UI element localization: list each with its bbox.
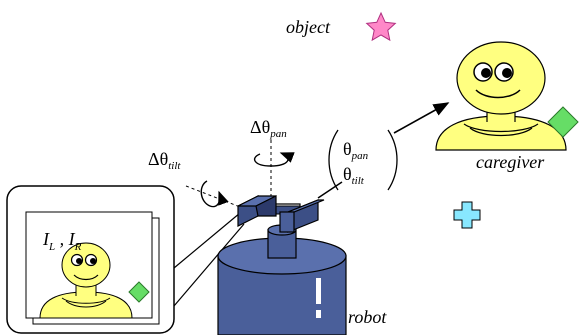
diamond-icon — [547, 106, 579, 138]
star-icon — [365, 11, 397, 42]
gaze-line — [317, 181, 343, 199]
vector-right-paren — [387, 129, 398, 191]
cross-icon — [453, 201, 481, 229]
pan-rotation-arrow — [253, 152, 295, 167]
diamond-icon-small — [128, 281, 150, 303]
vector-theta-tilt: θtilt — [343, 164, 365, 187]
tilt-rotation-arrow — [200, 180, 229, 208]
object-label: object — [286, 17, 331, 37]
vector-theta-pan: θpan — [343, 139, 369, 162]
caregiver-figure — [435, 41, 567, 151]
gaze-arrow — [393, 102, 450, 134]
caregiver-label: caregiver — [476, 152, 545, 172]
robot-label: robot — [348, 307, 387, 327]
delta-pan-symbol: Δθpan — [250, 117, 287, 140]
robot-figure — [217, 195, 347, 335]
projection-line-top — [173, 212, 241, 269]
delta-tilt-symbol: Δθtilt — [148, 149, 181, 172]
camera-image-panel — [6, 185, 175, 334]
vector-left-paren — [328, 129, 339, 191]
projection-line-bottom — [173, 223, 245, 307]
images-label: IL , IR — [42, 229, 82, 253]
